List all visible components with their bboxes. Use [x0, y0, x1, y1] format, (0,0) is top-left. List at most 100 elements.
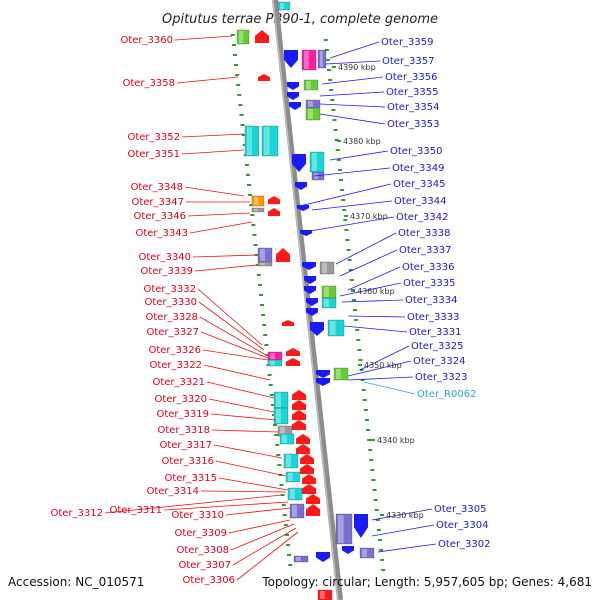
gene-block [303, 79, 319, 91]
gene-block [359, 547, 375, 559]
gene-arrow-forward [282, 320, 294, 326]
gene-shine [254, 197, 259, 205]
gene-label-right: Oter_3357 [382, 56, 435, 67]
leader-line-right [313, 167, 391, 177]
gene-arrow-reverse [316, 378, 330, 386]
leader-line-right [371, 508, 433, 521]
gene-label-right: Oter_3355 [386, 87, 439, 98]
gene-block [319, 261, 335, 275]
gene-label-right: Oter_3354 [387, 102, 440, 113]
gene-arrow-reverse [316, 370, 330, 378]
gene-arrow-forward [300, 454, 314, 464]
gene-label-right: Oter_3350 [390, 146, 443, 157]
leader-line-right [329, 150, 389, 161]
leader-line-right [343, 325, 408, 333]
gene-block [273, 407, 289, 425]
leader-line-left [187, 212, 251, 217]
gene-group [236, 1, 375, 600]
gene-arrow-forward [276, 248, 290, 262]
scale-label: 4360 kbp [357, 287, 395, 296]
gene-label-left: Oter_3351 [127, 149, 180, 160]
gene-arrow-reverse [287, 92, 299, 100]
gene-block [277, 1, 291, 11]
gene-label-right: Oter_3337 [399, 245, 452, 256]
leader-line-left [184, 186, 245, 197]
map-title: Opitutus terrae PB90-1, complete genome [162, 12, 438, 27]
gene-shine [322, 263, 327, 273]
leader-line-right [347, 315, 406, 318]
gene-arrow-reverse [354, 514, 368, 538]
gene-arrow-reverse [297, 205, 309, 211]
leader-line-left [232, 527, 297, 566]
scale-label: 4370 kbp [350, 212, 388, 221]
gene-block [321, 297, 337, 309]
gene-label-left: Oter_3348 [130, 182, 183, 193]
gene-shine [308, 109, 313, 119]
gene-arrow-forward [268, 196, 280, 204]
gene-label-right: Oter_3356 [385, 72, 438, 83]
gene-block [333, 367, 349, 381]
gene-label-left: Oter_3339 [140, 266, 193, 277]
leader-line-right [319, 103, 386, 108]
leader-line-right [347, 376, 414, 381]
gene-arrow-reverse [304, 286, 316, 294]
leader-line-right [329, 41, 380, 59]
gene-label-right: Oter_3335 [403, 278, 456, 289]
gene-shine [308, 101, 313, 107]
leader-line-left [211, 429, 279, 433]
gene-shine [290, 489, 295, 499]
leader-line-right [341, 299, 404, 303]
gene-label-right: Oter_3349 [392, 163, 445, 174]
leader-line-left [176, 76, 239, 84]
gene-shine [338, 515, 344, 543]
gene-block [283, 453, 299, 469]
gene-label-right: Oter_3338 [398, 228, 451, 239]
gene-label-left: Oter_3310 [171, 510, 224, 521]
gene-label-left: Oter_3358 [122, 78, 175, 89]
gene-label-right: Oter_3344 [394, 196, 447, 207]
scale-label: 4340 kbp [377, 436, 415, 445]
leader-line-left [200, 331, 269, 359]
gene-arrow-reverse [292, 154, 306, 172]
gene-arrow-forward [296, 434, 310, 444]
leader-line-right [325, 60, 381, 65]
gene-label-left: Oter_3309 [174, 528, 227, 539]
gene-arrow-forward [302, 484, 316, 494]
leader-line-left [206, 381, 275, 399]
leader-line-right [347, 266, 401, 291]
leader-line-right [319, 113, 386, 125]
gene-shine [286, 455, 291, 467]
gene-shine [280, 3, 285, 9]
gene-shine [324, 299, 329, 307]
gene-arrow-forward [306, 494, 320, 504]
gene-block [257, 261, 273, 267]
gene-arrow-forward [292, 390, 306, 400]
gene-label-right: Oter_3331 [409, 327, 462, 338]
gene-label-left: Oter_3340 [138, 252, 191, 263]
gene-shine [324, 287, 329, 297]
gene-label-left: Oter_3352 [127, 132, 180, 143]
gene-label-left: Oter_3327 [146, 327, 199, 338]
gene-arrow-forward [300, 464, 314, 474]
gene-label-right: Oter_3342 [396, 212, 449, 223]
gene-label-right: Oter_3304 [436, 520, 489, 531]
leader-line-right [339, 282, 402, 297]
gene-label-left: Oter_3307 [178, 560, 231, 571]
gene-block [317, 49, 327, 69]
gene-block [301, 49, 317, 71]
gene-label-left: Oter_3314 [146, 486, 199, 497]
gene-label-left: Oter_3315 [164, 473, 217, 484]
leader-line-right [299, 183, 392, 207]
scale-label: 4330 kbp [386, 511, 424, 520]
scale-label: 4350 kbp [364, 361, 402, 370]
gene-shine [312, 153, 317, 171]
gene-label-right: Oter_3353 [387, 119, 440, 130]
gene-label-left: Oter_3319 [156, 409, 209, 420]
gene-shine [362, 549, 367, 557]
gene-label-left: Oter_3321 [152, 377, 205, 388]
leader-line-left [236, 531, 299, 581]
gene-labels: Oter_3360Oter_3358Oter_3352Oter_3351Oter… [50, 35, 490, 586]
gene-label-right: Oter_3359 [381, 37, 434, 48]
gene-block [267, 359, 283, 367]
